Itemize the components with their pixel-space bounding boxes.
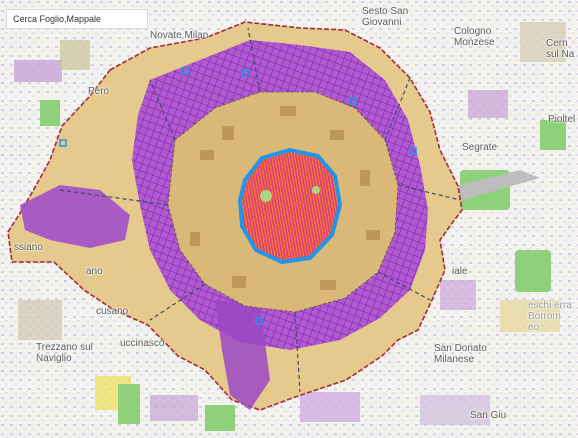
- suburban-patches: [14, 22, 566, 425]
- western-urban-arm: [20, 185, 130, 248]
- place-label-sesto-san-giovanni: Sesto San Giovanni: [362, 6, 409, 28]
- place-label-buccinasco: uccinasco: [120, 338, 165, 349]
- place-label-novate: Novate Milan: [150, 30, 209, 41]
- historic-center-ring: [237, 147, 343, 265]
- place-label-assiano: ssiano: [14, 242, 43, 253]
- center-park: [312, 186, 320, 194]
- place-label-trezzano: Trezzano sul Naviglio: [36, 342, 93, 364]
- place-label-cernusco: Cern sul Na: [546, 38, 575, 60]
- place-label-pioltello: Pioltel: [548, 114, 576, 125]
- highway: [440, 170, 540, 202]
- place-label-segrate: Segrate: [462, 142, 498, 153]
- place-label-pero: Pero: [88, 86, 110, 97]
- place-label-cologno-monzese: Cologno Monzese: [454, 26, 495, 48]
- southern-urban-arm: [215, 300, 270, 410]
- place-label-peschiera: eschi erra Borrom eo: [528, 300, 572, 333]
- place-label-san-giuliano: San Giu: [470, 410, 507, 421]
- blue-markers: [59, 67, 417, 325]
- search-input[interactable]: [6, 9, 148, 29]
- building-blocks: [190, 106, 380, 290]
- place-label-san-donato: San Donato Milanese: [434, 343, 487, 365]
- district-boundaries: [59, 27, 461, 393]
- center-park: [260, 190, 272, 202]
- place-label-italie: iale: [452, 266, 468, 277]
- place-label-cusano: cusano: [96, 306, 129, 317]
- place-label-bareggio: ano: [86, 266, 103, 277]
